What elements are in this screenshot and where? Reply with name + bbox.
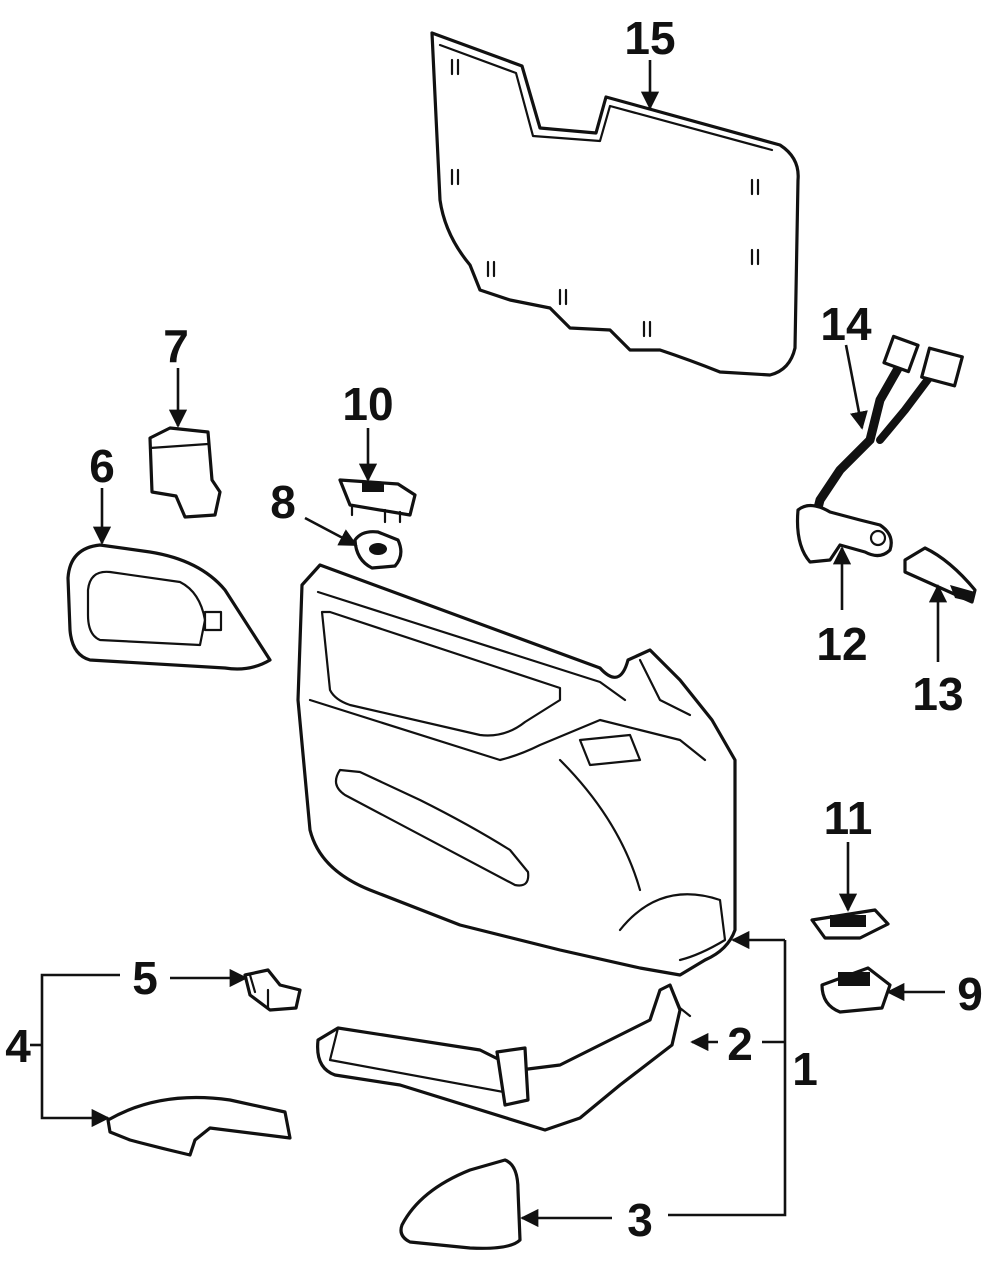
leader-lines xyxy=(30,60,948,1228)
callout-9: 9 xyxy=(957,968,983,1020)
callout-6: 6 xyxy=(89,440,115,492)
part-15-water-deflector xyxy=(430,31,800,377)
callout-8: 8 xyxy=(270,476,296,528)
callout-labels: 15 7 10 14 6 8 12 13 11 9 5 4 2 1 3 xyxy=(5,12,983,1246)
callout-15: 15 xyxy=(624,12,675,64)
callout-11: 11 xyxy=(824,792,873,844)
callout-3: 3 xyxy=(627,1194,653,1246)
callout-7: 7 xyxy=(163,320,189,372)
part-3-cover xyxy=(399,1158,522,1250)
callout-2: 2 xyxy=(727,1018,753,1070)
part-4-trim xyxy=(106,1095,292,1157)
part-14-wiring-harness xyxy=(810,334,964,525)
part-12-handle xyxy=(795,503,893,564)
part-10-switch-bezel xyxy=(338,478,417,524)
part-8-bezel xyxy=(353,530,403,570)
callout-4: 4 xyxy=(5,1020,31,1072)
callout-12: 12 xyxy=(816,618,867,670)
part-6-trim-insert xyxy=(66,543,272,671)
part-13-handle xyxy=(903,546,977,604)
part-1-door-trim-panel xyxy=(296,563,737,977)
part-5-clip xyxy=(243,968,302,1012)
callout-1: 1 xyxy=(792,1043,818,1095)
callout-13: 13 xyxy=(912,668,963,720)
part-9-switch xyxy=(820,966,892,1014)
part-11-switch xyxy=(810,908,890,940)
part-2-armrest xyxy=(316,983,692,1132)
callout-10: 10 xyxy=(342,378,393,430)
part-7-cover xyxy=(148,426,222,519)
callout-5: 5 xyxy=(132,952,158,1004)
callout-14: 14 xyxy=(820,298,872,350)
